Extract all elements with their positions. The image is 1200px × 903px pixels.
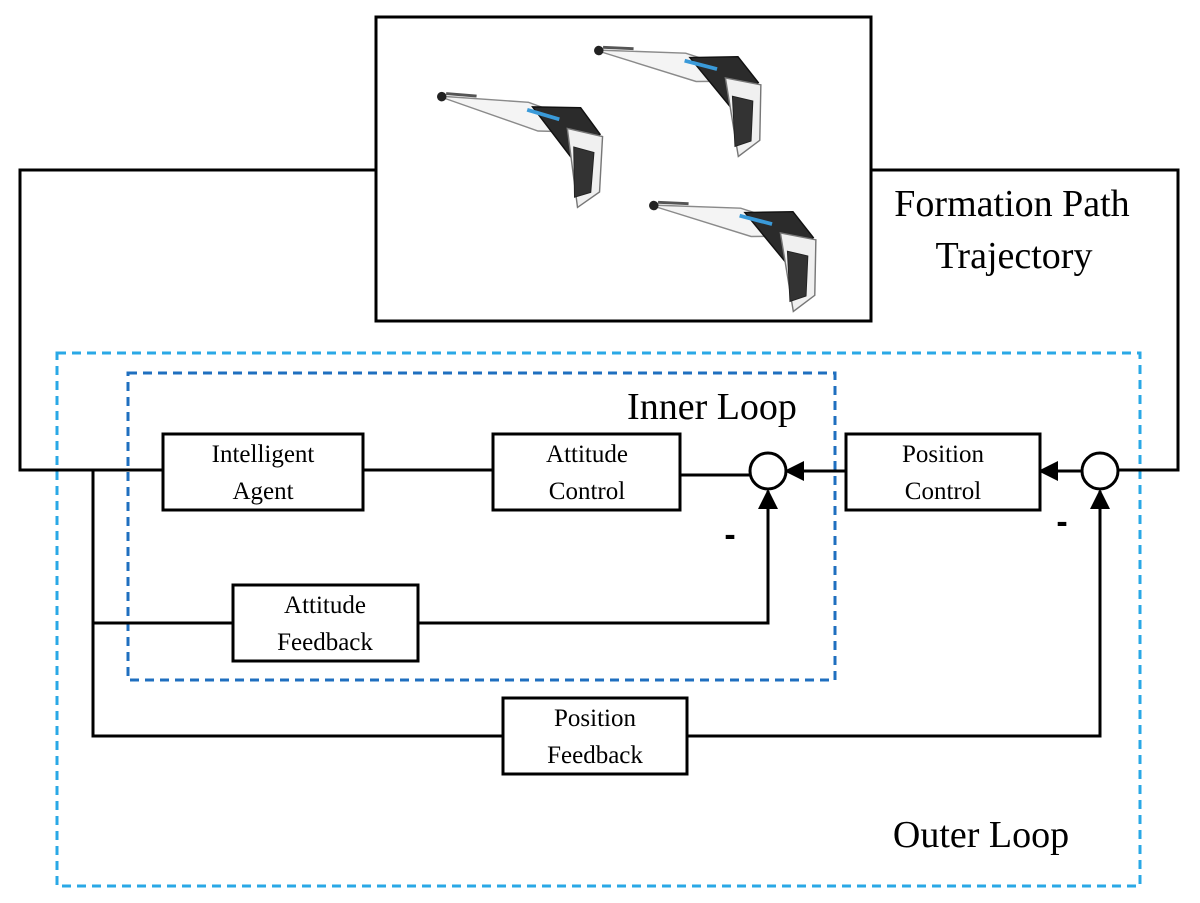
attitude-control-block <box>491 432 682 512</box>
intelligent-agent-block <box>161 432 365 512</box>
wire-image-to-right <box>871 168 1180 472</box>
position-feedback-label-1: Position <box>554 705 636 732</box>
outer-loop-region <box>55 351 1142 888</box>
outer-minus-sign: - <box>1056 503 1067 541</box>
inner-loop-region <box>126 371 837 682</box>
position-control-label-1: Position <box>902 441 984 468</box>
attitude-control-label-2: Control <box>549 478 625 505</box>
formation-path-label-2: Trajectory <box>936 235 1093 277</box>
wire-image-to-left <box>18 168 376 472</box>
attitude-feedback-label-1: Attitude <box>284 592 366 619</box>
intelligent-agent-label-1: Intelligent <box>212 441 315 468</box>
inner-loop-label: Inner Loop <box>627 386 797 428</box>
outer-loop-label: Outer Loop <box>893 814 1069 856</box>
position-control-block <box>844 432 1042 512</box>
attitude-feedback-block <box>231 583 420 663</box>
position-feedback-label-2: Feedback <box>547 742 643 769</box>
wire-attitude-feedback-to-sum <box>418 489 778 625</box>
inner-summing-junction <box>748 451 788 491</box>
attitude-feedback-label-2: Feedback <box>277 629 373 656</box>
attitude-control-label-1: Attitude <box>546 441 628 468</box>
wire-feedback-bus <box>91 470 503 738</box>
inner-minus-sign: - <box>724 516 735 554</box>
outer-summing-junction <box>1080 451 1120 491</box>
position-feedback-block <box>501 696 689 776</box>
formation-path-label-1: Formation Path <box>894 183 1129 225</box>
position-control-label-2: Control <box>905 478 981 505</box>
intelligent-agent-label-2: Agent <box>232 478 293 505</box>
wire-position-feedback-to-sum <box>687 489 1110 738</box>
